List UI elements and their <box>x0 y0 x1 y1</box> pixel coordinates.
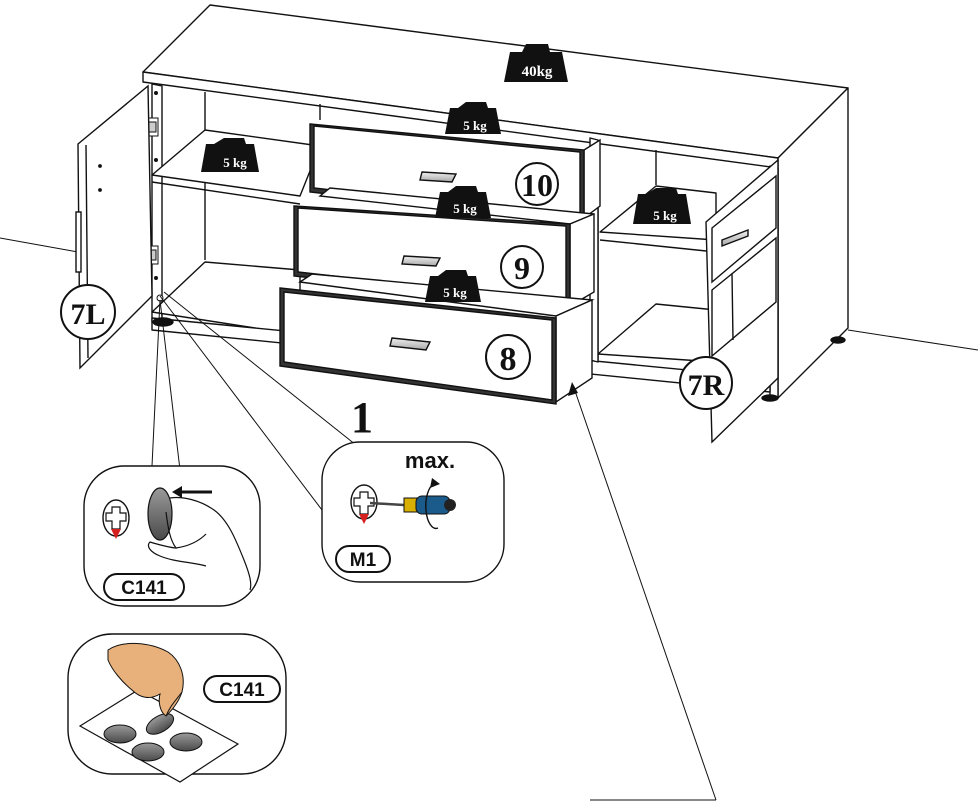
weight-icon-shelf-right: 5 kg <box>633 188 691 224</box>
leader-arrowhead <box>568 382 578 396</box>
part-circle-8: 8 <box>485 334 531 380</box>
weight-label-drawer-10: 5 kg <box>463 118 487 133</box>
door-label-right: 7R <box>688 369 725 402</box>
callout-c141-sheet: C141 <box>67 633 287 783</box>
c141-hand-label: C141 <box>121 578 167 599</box>
step-number: 1 <box>351 393 373 442</box>
drawer-number-9: 9 <box>514 250 530 286</box>
callout-c141-hand: C141 <box>83 465 261 607</box>
part-circle-7L: 7L <box>60 284 116 340</box>
weight-icon-drawer-8: 5 kg <box>425 270 481 302</box>
door-label-left: 7L <box>70 298 105 331</box>
weight-label-drawer-8: 5 kg <box>443 285 467 300</box>
part-circle-9: 9 <box>500 245 544 289</box>
weight-icon-shelf-left: 5 kg <box>201 138 259 172</box>
callout-m1: max. M1 <box>321 441 505 583</box>
leader-lines <box>151 291 717 801</box>
m1-label: M1 <box>350 550 377 571</box>
weight-label-drawer-9: 5 kg <box>453 201 477 216</box>
weight-icon-drawer-9: 5 kg <box>435 186 491 218</box>
floor-lines <box>0 237 978 351</box>
weight-label-top: 40kg <box>522 64 553 80</box>
weight-label-shelf-right: 5 kg <box>653 208 677 223</box>
part-circle-10: 10 <box>515 162 559 206</box>
part-circle-7R: 7R <box>679 356 733 410</box>
torque-note: max. <box>405 448 455 473</box>
weight-icon-40kg: 40kg <box>504 44 568 82</box>
weight-label-shelf-left: 5 kg <box>223 155 247 170</box>
drawer-number-10: 10 <box>521 167 553 203</box>
c141-sheet-label: C141 <box>219 680 265 701</box>
weight-icon-drawer-10: 5 kg <box>445 102 501 134</box>
drawer-number-8: 8 <box>500 341 517 378</box>
